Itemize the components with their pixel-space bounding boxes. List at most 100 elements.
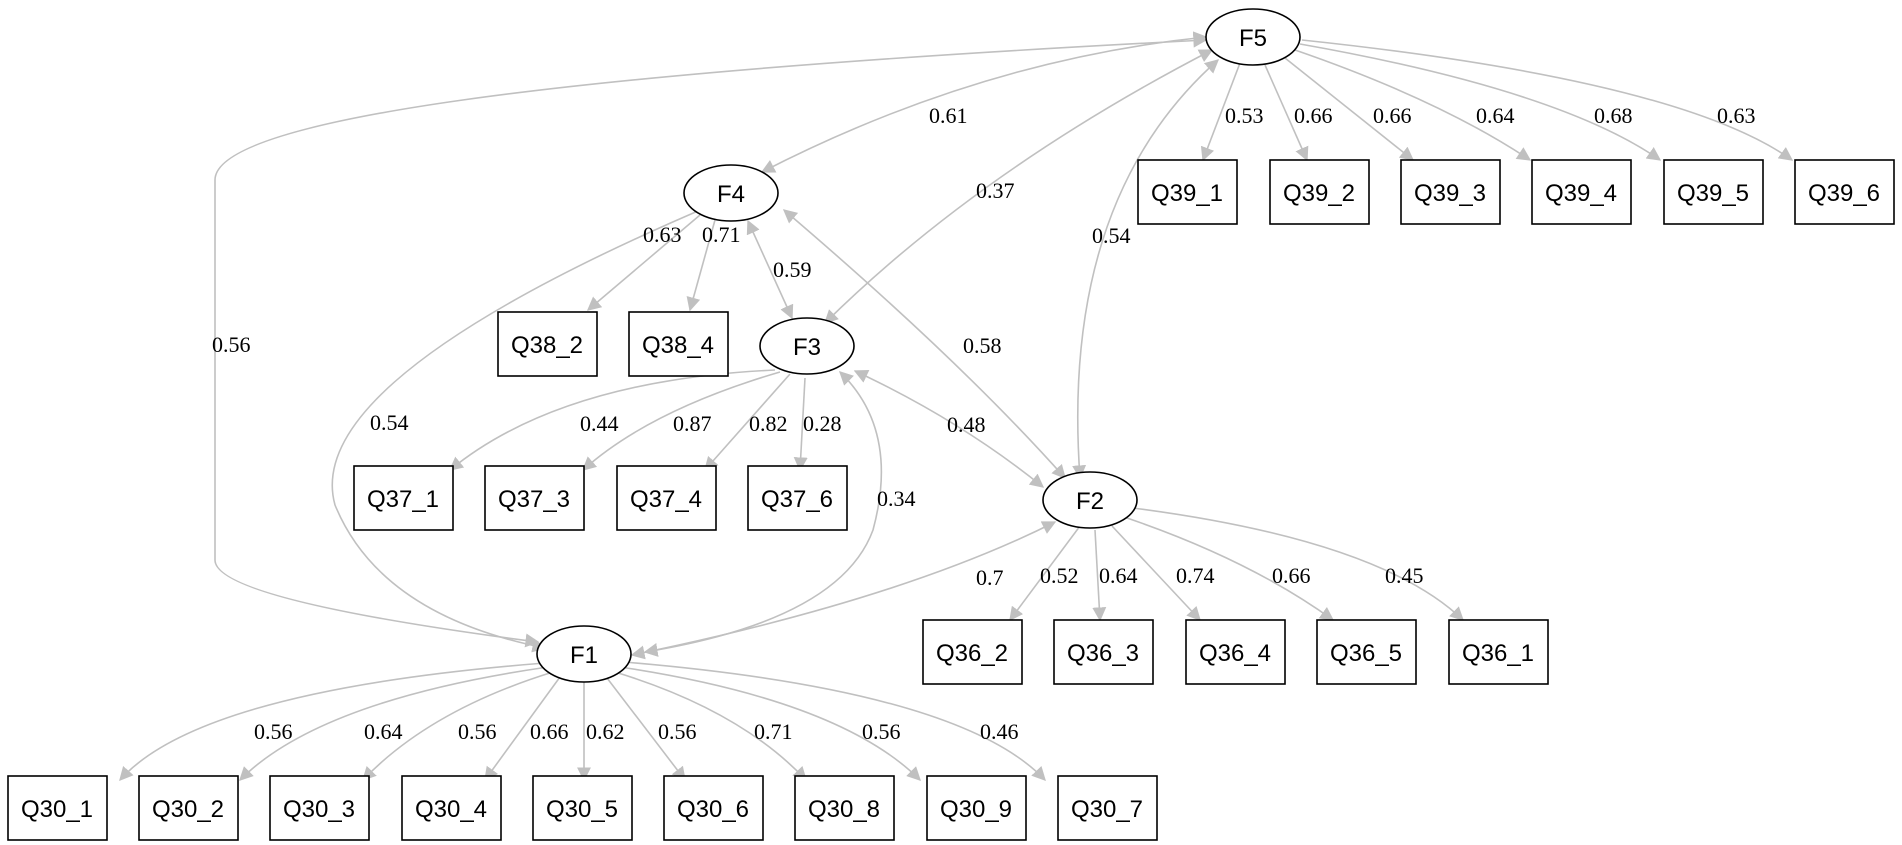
indicator-Q30_6-label: Q30_6	[677, 796, 749, 823]
indicator-Q39_4-label: Q39_4	[1545, 180, 1617, 207]
factor-F5[interactable]: F5	[1205, 8, 1301, 66]
indicator-Q36_1[interactable]: Q36_1	[1448, 619, 1549, 685]
label-F5-Q39_2: 0.66	[1294, 103, 1333, 128]
indicator-Q36_2[interactable]: Q36_2	[922, 619, 1023, 685]
factor-F3[interactable]: F3	[759, 317, 855, 375]
factor-F1[interactable]: F1	[536, 625, 632, 683]
indicator-Q30_6[interactable]: Q30_6	[663, 775, 764, 841]
indicator-Q30_7-label: Q30_7	[1071, 796, 1143, 823]
label-F3-Q37_3: 0.87	[673, 411, 712, 436]
indicator-Q30_7[interactable]: Q30_7	[1057, 775, 1158, 841]
factor-F4-shape	[683, 164, 779, 222]
indicator-Q30_5[interactable]: Q30_5	[532, 775, 633, 841]
indicator-Q39_1[interactable]: Q39_1	[1137, 159, 1238, 225]
indicator-Q39_4[interactable]: Q39_4	[1531, 159, 1632, 225]
edge-F2-Q36_3	[1092, 529, 1107, 622]
label-F1-Q30_8: 0.71	[754, 719, 793, 744]
factor-F4[interactable]: F4	[683, 164, 779, 222]
indicator-Q39_3[interactable]: Q39_3	[1400, 159, 1501, 225]
indicator-Q38_2[interactable]: Q38_2	[497, 311, 598, 377]
indicator-Q37_3[interactable]: Q37_3	[484, 465, 585, 531]
label-F5-Q39_3: 0.66	[1373, 103, 1412, 128]
edge-F1-Q30_6	[606, 677, 686, 782]
label-F1-Q30_5: 0.62	[586, 719, 625, 744]
indicator-Q30_9-label: Q30_9	[940, 796, 1012, 823]
indicator-Q39_3-label: Q39_3	[1414, 180, 1486, 207]
indicator-Q39_2[interactable]: Q39_2	[1269, 159, 1370, 225]
indicator-Q37_1[interactable]: Q37_1	[353, 465, 454, 531]
edge-F3-Q37_6	[793, 377, 808, 472]
indicator-Q30_9-box	[926, 775, 1027, 841]
indicator-Q36_2-box	[922, 619, 1023, 685]
edge-F3-Q37_3	[581, 371, 781, 471]
indicator-Q30_8[interactable]: Q30_8	[794, 775, 895, 841]
indicator-Q39_5-box	[1663, 159, 1764, 225]
factor-F3-label: F3	[793, 334, 821, 361]
indicator-Q36_2-label: Q36_2	[936, 640, 1008, 667]
edge-F1-Q30_7	[623, 661, 1046, 782]
edge-F1-Q30_9	[619, 666, 921, 781]
indicator-Q36_4-box	[1185, 619, 1286, 685]
indicator-Q37_4-box	[616, 465, 717, 531]
indicator-Q39_5-label: Q39_5	[1677, 180, 1749, 207]
indicator-Q39_5[interactable]: Q39_5	[1663, 159, 1764, 225]
label-F1-Q30_3: 0.56	[458, 719, 497, 744]
label-F5-F1: 0.56	[212, 332, 251, 357]
label-F5-Q39_6: 0.63	[1717, 103, 1756, 128]
indicator-Q30_2-box	[138, 775, 239, 841]
observed-indicators: Q39_1 Q39_2 Q39_3 Q39_4 Q39_5 Q39_6 Q38_…	[7, 159, 1895, 841]
factor-F1-label: F1	[570, 642, 598, 669]
indicator-Q30_2[interactable]: Q30_2	[138, 775, 239, 841]
indicator-Q38_4[interactable]: Q38_4	[628, 311, 729, 377]
indicator-Q30_4[interactable]: Q30_4	[401, 775, 502, 841]
factor-F5-label: F5	[1239, 25, 1267, 52]
label-F1-Q30_9: 0.56	[862, 719, 901, 744]
indicator-Q38_2-label: Q38_2	[511, 332, 583, 359]
indicator-Q30_1[interactable]: Q30_1	[7, 775, 108, 841]
edge-F3-Q37_4	[704, 373, 791, 472]
indicator-Q39_6-label: Q39_6	[1808, 180, 1880, 207]
covariance-edges	[214, 31, 1220, 660]
factor-F4-label: F4	[717, 181, 745, 208]
indicator-Q38_4-label: Q38_4	[642, 332, 714, 359]
indicator-Q37_3-label: Q37_3	[498, 486, 570, 513]
indicator-Q36_3-label: Q36_3	[1067, 640, 1139, 667]
indicator-Q36_5[interactable]: Q36_5	[1316, 619, 1417, 685]
label-F4-F3: 0.59	[773, 257, 812, 282]
indicator-Q30_3-label: Q30_3	[283, 796, 355, 823]
label-F4-Q38_2: 0.63	[643, 222, 682, 247]
factor-F2[interactable]: F2	[1042, 471, 1138, 529]
label-F3-Q37_1: 0.44	[580, 411, 619, 436]
indicator-Q36_4[interactable]: Q36_4	[1185, 619, 1286, 685]
indicator-Q30_5-box	[532, 775, 633, 841]
indicator-Q30_6-box	[663, 775, 764, 841]
indicator-Q39_4-box	[1531, 159, 1632, 225]
edge-F5-F2	[1072, 59, 1220, 480]
edge-F1-Q30_2	[239, 666, 549, 781]
indicator-Q30_3-box	[269, 775, 370, 841]
indicator-Q39_6[interactable]: Q39_6	[1794, 159, 1895, 225]
indicator-Q36_5-box	[1316, 619, 1417, 685]
indicator-Q30_2-label: Q30_2	[152, 796, 224, 823]
indicator-Q30_4-box	[401, 775, 502, 841]
indicator-Q37_6-box	[747, 465, 848, 531]
indicator-Q30_9[interactable]: Q30_9	[926, 775, 1027, 841]
indicator-Q37_4[interactable]: Q37_4	[616, 465, 717, 531]
label-F1-Q30_4: 0.66	[530, 719, 569, 744]
indicator-Q36_3[interactable]: Q36_3	[1053, 619, 1154, 685]
label-F1-Q30_1: 0.56	[254, 719, 293, 744]
indicator-Q39_2-box	[1269, 159, 1370, 225]
indicator-Q36_1-box	[1448, 619, 1549, 685]
indicator-Q36_5-label: Q36_5	[1330, 640, 1402, 667]
indicator-Q36_3-box	[1053, 619, 1154, 685]
label-F3-Q37_4: 0.82	[749, 411, 788, 436]
indicator-Q37_6[interactable]: Q37_6	[747, 465, 848, 531]
indicator-Q30_7-box	[1057, 775, 1158, 841]
edge-F5-F1	[214, 33, 1208, 648]
indicator-Q37_6-label: Q37_6	[761, 486, 833, 513]
indicator-Q36_1-label: Q36_1	[1462, 640, 1534, 667]
indicator-Q38_4-box	[628, 311, 729, 377]
indicator-Q30_3[interactable]: Q30_3	[269, 775, 370, 841]
edge-F2-Q36_4	[1111, 525, 1201, 622]
